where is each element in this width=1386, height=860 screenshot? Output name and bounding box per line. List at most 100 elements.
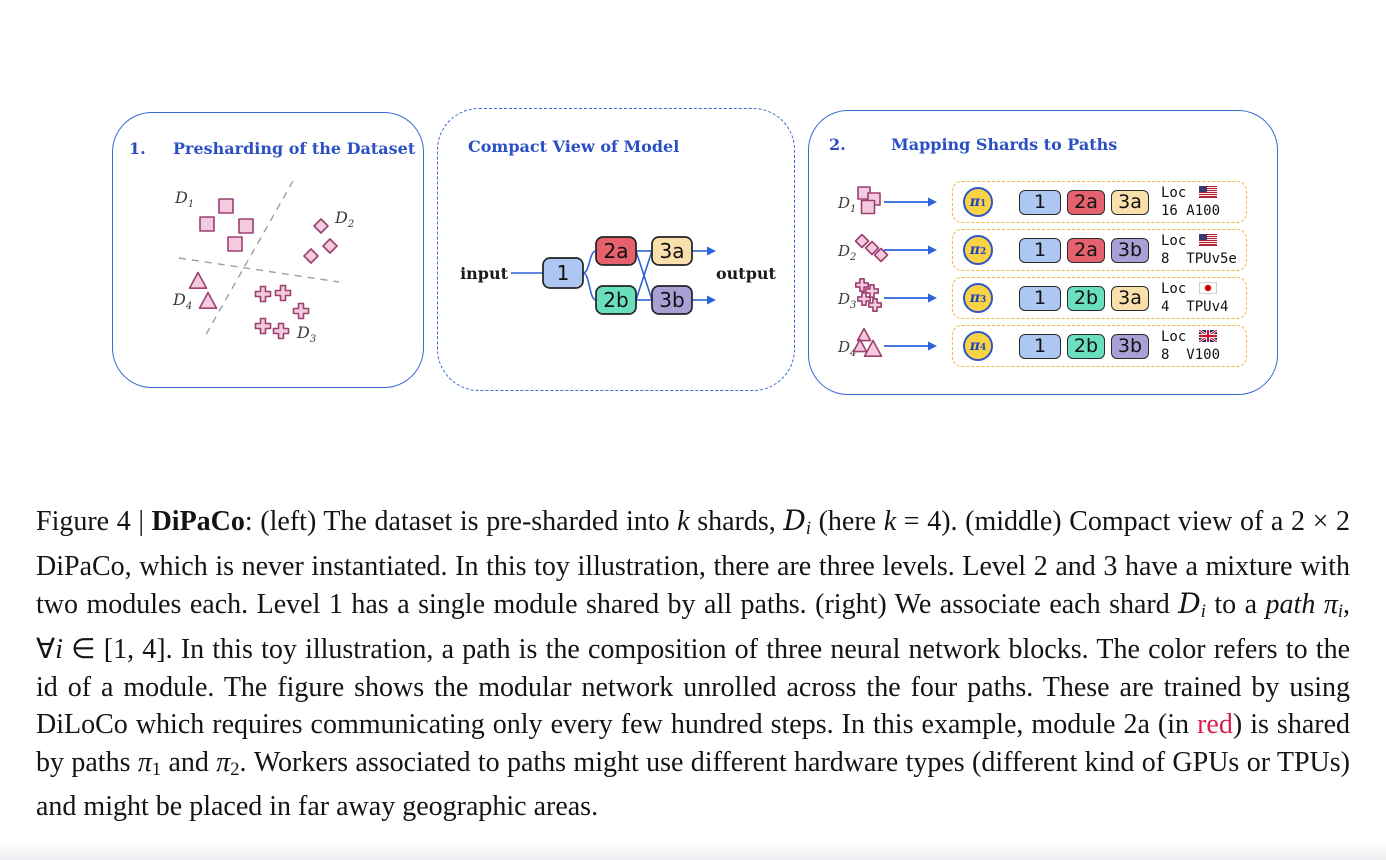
cluster-label-d2: D2: [334, 208, 354, 230]
figure-caption: Figure 4 | DiPaCo: (left) The dataset is…: [36, 502, 1350, 826]
path-block-1: 1: [1019, 285, 1061, 311]
caption-segment: 2: [230, 758, 240, 779]
caption-segment: red: [1197, 709, 1233, 741]
caption-segment: 1: [151, 758, 162, 779]
panel3-title: Mapping Shards to Paths: [891, 135, 1118, 154]
caption-segment: i: [1337, 601, 1343, 622]
input-label: input: [460, 264, 509, 283]
caption-segment: D: [783, 504, 806, 537]
path-block-2b: 2b: [1067, 285, 1105, 311]
caption-segment: π: [1323, 589, 1338, 621]
path-block-2a: 2a: [1067, 189, 1105, 215]
path-block-1: 1: [1019, 189, 1061, 215]
caption-segment: k: [677, 506, 690, 537]
caption-segment: DiPaCo: [151, 506, 245, 537]
path-location: Loc 16 A100: [1161, 185, 1221, 219]
caption-segment: Figure 4 |: [36, 506, 152, 537]
panel2-title: Compact View of Model: [468, 137, 680, 156]
shard-icon-triangle: D4: [837, 327, 937, 359]
caption-segment: : (left) The dataset is pre-sharded into: [244, 506, 678, 537]
caption-segment: [1315, 589, 1324, 620]
caption-segment: = 4). (middle) Compact view of a 2 × 2 D…: [36, 506, 1350, 621]
caption-segment: π: [216, 746, 231, 778]
us-flag-icon: [1198, 186, 1217, 198]
shard-icon-square: D1: [837, 186, 937, 215]
scatter-shapes: [188, 198, 338, 340]
block-1: [542, 257, 584, 289]
output-label: output: [716, 264, 777, 283]
block-3a-label: 3a: [660, 239, 685, 263]
shard-icon-cross: D3: [837, 278, 937, 312]
path-location: Loc 4 TPUv4: [1161, 281, 1229, 315]
block-1-label: 1: [557, 261, 570, 285]
path-block-3a: 3a: [1111, 285, 1149, 311]
caption-segment: i: [55, 633, 63, 665]
caption-segment: ∈ [1, 4]. In this toy illustration, a pa…: [36, 633, 1350, 741]
panel-presharding: 1. Presharding of the Dataset D1 D2 D3 D…: [112, 112, 424, 388]
path-block-3b: 3b: [1111, 333, 1149, 359]
caption-segment: , ∀: [36, 589, 1350, 665]
block-2a: [595, 236, 637, 266]
divider-line: [203, 180, 294, 339]
caption-segment: and: [161, 746, 217, 778]
caption-segment: . Workers associated to paths might use …: [36, 746, 1350, 823]
shard-label: D4: [837, 338, 856, 359]
caption-segment: i: [805, 518, 811, 539]
cluster-label-d3: D3: [296, 323, 316, 345]
divider-line: [178, 257, 340, 283]
path-block-2b: 2b: [1067, 333, 1105, 359]
block-3b-label: 3b: [659, 288, 684, 312]
caption-segment: π: [137, 746, 152, 778]
caption-segment: path: [1265, 589, 1316, 621]
panel1-title: Presharding of the Dataset: [173, 139, 416, 158]
cluster-label-d1: D1: [174, 188, 194, 210]
shard-label: D3: [837, 290, 856, 311]
caption-segment: shards,: [689, 506, 784, 537]
block-3b: [651, 285, 693, 315]
panel1-number: 1.: [129, 139, 146, 158]
uk-flag-icon: [1197, 328, 1218, 344]
block-2b: [595, 285, 637, 315]
path-block-1: 1: [1019, 237, 1061, 263]
model-edges: [511, 250, 707, 301]
block-2a-label: 2a: [604, 239, 629, 263]
caption-segment: i: [1200, 601, 1206, 622]
path-block-3a: 3a: [1111, 189, 1149, 215]
caption-segment: k: [883, 506, 897, 537]
caption-segment: D: [1178, 587, 1201, 621]
path-location: Loc 8 TPUv5e: [1161, 233, 1237, 267]
caption-segment: to a: [1205, 589, 1266, 621]
panel-model: Compact View of Model input output: [437, 108, 795, 391]
path-block-3b: 3b: [1111, 237, 1149, 263]
block-3a: [651, 236, 693, 266]
path-location: Loc 8 V100: [1161, 328, 1221, 363]
shard-label: D2: [837, 242, 856, 263]
arrowhead: [707, 246, 716, 256]
caption-segment: ) is shared by paths: [36, 709, 1351, 778]
caption-segment: (here: [810, 506, 884, 537]
us-flag-icon: [1198, 234, 1217, 246]
arrowhead: [707, 295, 716, 305]
block-2b-label: 2b: [603, 288, 628, 312]
path-block-2a: 2a: [1067, 237, 1105, 263]
panel3-number: 2.: [829, 135, 846, 154]
jp-flag-icon: [1198, 282, 1217, 294]
model-diagram: input output 1 2a 2b 3a 3b: [460, 236, 777, 315]
path-block-1: 1: [1019, 333, 1061, 359]
presharding-scatter: D1 D2 D3 D4: [172, 180, 354, 345]
shard-icon-diamond: D2: [837, 233, 937, 263]
